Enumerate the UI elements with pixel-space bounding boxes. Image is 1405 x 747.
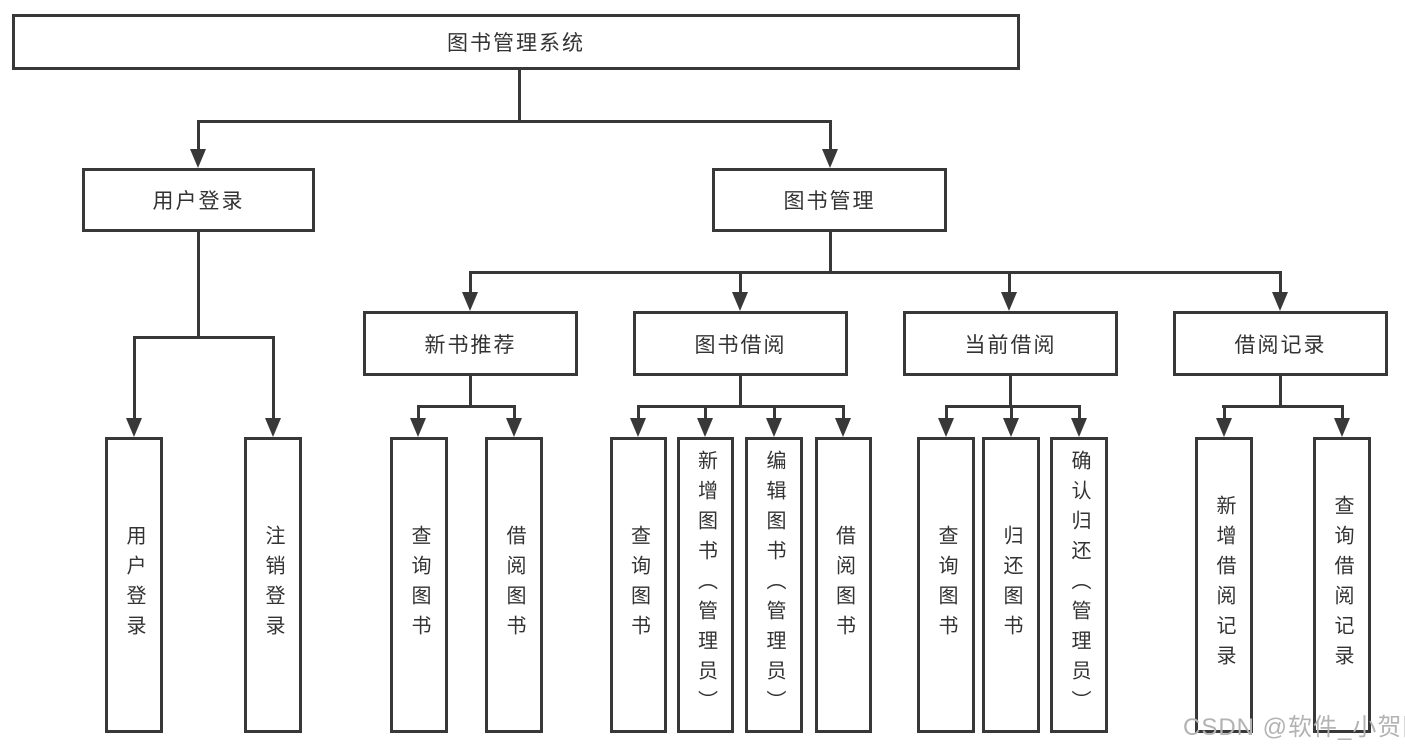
connector-hline: [469, 271, 1282, 274]
leaf-add-borrow-record: 新增借阅记录: [1195, 437, 1253, 733]
leaf-borrow-books-1: 借阅图书: [485, 437, 543, 733]
connector-vline: [637, 405, 640, 421]
arrowhead-down: [126, 418, 142, 437]
leaf-query-borrow-record: 查询借阅记录: [1313, 437, 1371, 733]
connector-vline: [1279, 271, 1282, 295]
connector-hline: [197, 120, 831, 123]
connector-vline: [469, 376, 472, 408]
arrowhead-down: [1071, 418, 1087, 437]
connector-vline: [272, 336, 275, 421]
connector-hline: [417, 405, 516, 408]
connector-vline: [1010, 405, 1013, 421]
connector-vline: [518, 70, 521, 122]
arrowhead-down: [1272, 292, 1288, 311]
leaf-query-books-3: 查询图书: [917, 437, 975, 733]
connector-vline: [829, 120, 832, 152]
connector-vline: [773, 405, 776, 421]
connector-hline: [1222, 405, 1344, 408]
arrowhead-down: [506, 418, 522, 437]
connector-vline: [739, 376, 742, 408]
connector-vline: [417, 405, 420, 421]
connector-vline: [704, 405, 707, 421]
connector-vline: [842, 405, 845, 421]
connector-vline: [945, 405, 948, 421]
connector-vline: [513, 405, 516, 421]
connector-vline: [133, 336, 136, 421]
node-new-book-recommendation: 新书推荐: [363, 311, 578, 376]
connector-vline: [1009, 376, 1012, 408]
connector-vline: [1008, 271, 1011, 295]
connector-hline: [637, 405, 845, 408]
arrowhead-down: [766, 418, 782, 437]
arrowhead-down: [835, 418, 851, 437]
connector-vline: [1341, 405, 1344, 421]
leaf-confirm-return-admin: 确认归还（管理员）: [1050, 437, 1108, 733]
arrowhead-down: [822, 149, 838, 168]
node-user-login: 用户登录: [82, 168, 315, 232]
arrowhead-down: [462, 292, 478, 311]
arrowhead-down: [265, 418, 281, 437]
leaf-user-login: 用户登录: [105, 437, 163, 733]
leaf-logout: 注销登录: [244, 437, 302, 733]
connector-vline: [1279, 376, 1282, 408]
connector-vline: [829, 232, 832, 274]
connector-vline: [1223, 405, 1226, 421]
arrowhead-down: [1216, 418, 1232, 437]
connector-vline: [739, 271, 742, 295]
node-root: 图书管理系统: [12, 14, 1020, 70]
leaf-edit-books-admin: 编辑图书（管理员）: [745, 437, 803, 733]
arrowhead-down: [630, 418, 646, 437]
arrowhead-down: [938, 418, 954, 437]
arrowhead-down: [1001, 292, 1017, 311]
leaf-add-books-admin: 新增图书（管理员）: [677, 437, 734, 733]
connector-hline: [133, 336, 275, 339]
connector-vline: [1078, 405, 1081, 421]
arrowhead-down: [410, 418, 426, 437]
leaf-borrow-books-2: 借阅图书: [815, 437, 872, 733]
connector-vline: [197, 120, 200, 152]
node-book-management: 图书管理: [712, 168, 947, 232]
connector-vline: [197, 232, 200, 339]
leaf-query-books-1: 查询图书: [390, 437, 448, 733]
csdn-watermark: CSDN @软件_小贺同学: [1183, 714, 1405, 741]
leaf-return-books: 归还图书: [982, 437, 1040, 733]
arrowhead-down: [190, 149, 206, 168]
node-current-borrowing: 当前借阅: [903, 311, 1118, 376]
node-book-borrowing: 图书借阅: [633, 311, 848, 376]
arrowhead-down: [732, 292, 748, 311]
arrowhead-down: [1334, 418, 1350, 437]
arrowhead-down: [1003, 418, 1019, 437]
connector-hline: [945, 405, 1081, 408]
connector-vline: [469, 271, 472, 295]
node-borrowing-records: 借阅记录: [1173, 311, 1388, 376]
leaf-query-books-2: 查询图书: [610, 437, 667, 733]
arrowhead-down: [697, 418, 713, 437]
